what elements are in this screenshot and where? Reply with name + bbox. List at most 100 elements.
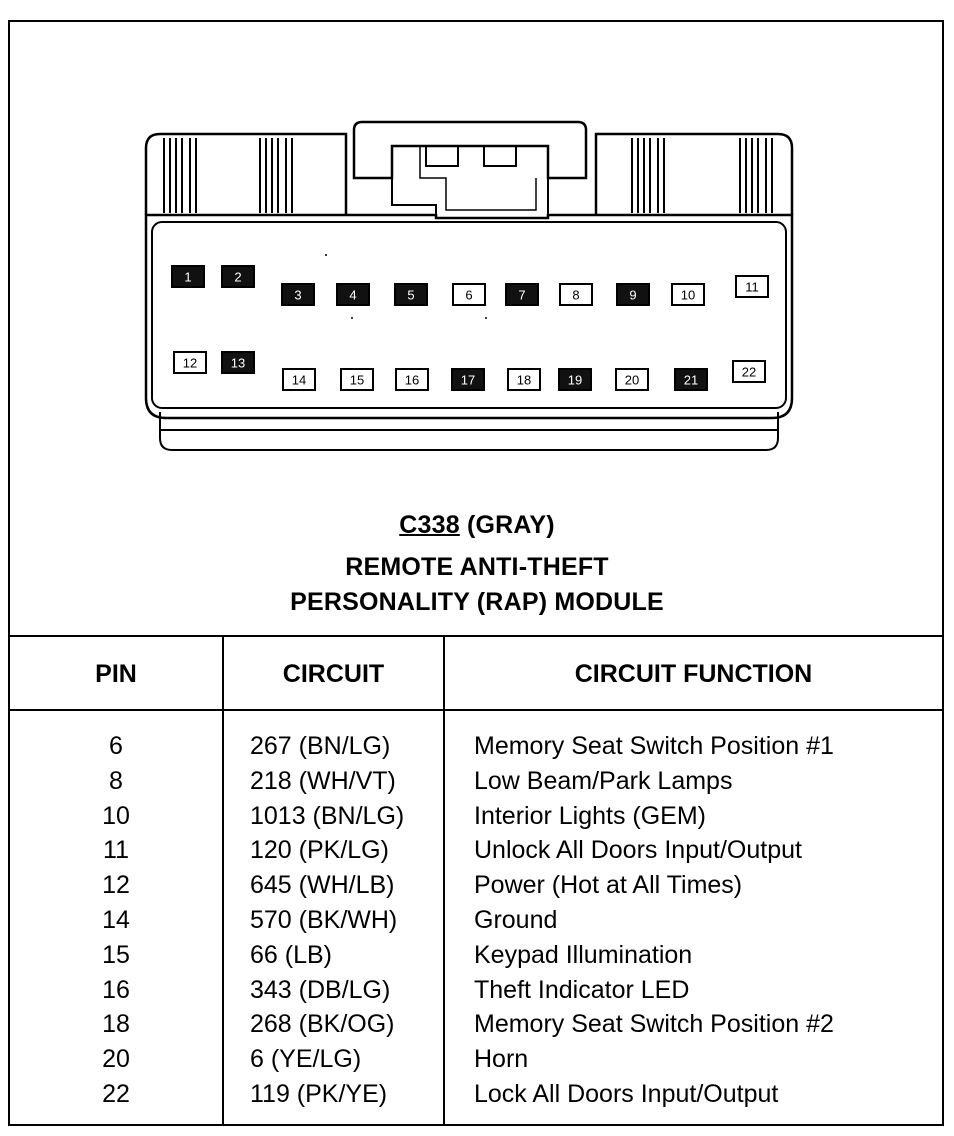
header-circuit: CIRCUIT [282,660,385,688]
pin-cavity-18: 18 [507,368,541,391]
header-circuit-function: CIRCUIT FUNCTION [574,660,813,688]
pin-cavity-13: 13 [221,351,255,374]
table-header-rule [8,709,944,711]
pin-number-label: 19 [568,373,582,388]
table-pin-cell: 22 [102,1079,130,1108]
table-circuit-cell: 120 (PK/LG) [250,836,389,865]
pin-number-label: 4 [349,288,356,303]
table-circuit-cell: 570 (BK/WH) [250,905,398,934]
left-latch [144,132,348,215]
pin-cavity-15: 15 [340,368,374,391]
pin-cavity-16: 16 [395,368,429,391]
connector-housing-inner [151,221,787,409]
function-column: Memory Seat Switch Position #1 Low Beam/P… [474,729,834,1112]
pin-number-label: 5 [407,288,414,303]
pin-cavity-4: 4 [336,283,370,306]
table-pin-cell: 11 [103,836,129,865]
pin-number-label: 1 [184,270,191,285]
table-pin-cell: 15 [102,940,130,969]
table-function-cell: Unlock All Doors Input/Output [474,836,802,865]
pin-number-label: 8 [572,288,579,303]
table-pin-cell: 18 [102,1010,130,1039]
pin-number-label: 17 [461,373,475,388]
table-top-rule [8,635,944,637]
pin-number-label: 10 [681,288,695,303]
pin-number-label: 2 [234,270,241,285]
table-pin-cell: 6 [109,732,123,760]
pin-number-label: 11 [745,280,759,295]
table-circuit-cell: 1013 (BN/LG) [250,801,405,830]
table-function-cell: Memory Seat Switch Position #1 [474,732,834,760]
table-function-cell: Interior Lights (GEM) [474,801,707,830]
table-circuit-cell: 343 (DB/LG) [250,975,391,1004]
pin-number-label: 16 [405,373,419,388]
pin-cavity-19: 19 [558,368,592,391]
table-circuit-cell: 267 (BN/LG) [250,732,391,760]
right-latch [594,132,794,215]
table-function-cell: Theft Indicator LED [474,975,690,1004]
table-pin-cell: 14 [102,905,130,934]
connector-base-rail [159,412,779,451]
connector-title: C338 (GRAY) [0,511,954,540]
pin-cavity-17: 17 [451,368,485,391]
header-pin: PIN [95,660,137,688]
pin-number-label: 9 [629,288,636,303]
table-function-cell: Ground [474,905,558,934]
connector-color: (GRAY) [466,511,555,539]
pin-cavity-7: 7 [505,283,539,306]
table-circuit-cell: 6 (YE/LG) [250,1045,362,1074]
pin-cavity-6: 6 [452,283,486,306]
table-column-divider [443,636,445,1125]
module-name-line2: PERSONALITY (RAP) MODULE [290,588,664,616]
pin-cavity-9: 9 [616,283,650,306]
pin-number-label: 7 [518,288,525,303]
pin-number-label: 3 [294,288,301,303]
table-pin-cell: 20 [102,1045,130,1074]
pin-cavity-21: 21 [674,368,708,391]
table-pin-cell: 10 [102,801,130,830]
pin-cavity-8: 8 [559,283,593,306]
table-circuit-cell: 645 (WH/LB) [250,871,395,900]
module-name-line1: REMOTE ANTI-THEFT [345,553,609,581]
pin-number-label: 20 [625,373,639,388]
pin-cavity-20: 20 [615,368,649,391]
pin-cavity-10: 10 [671,283,705,306]
pin-number-label: 13 [231,356,245,371]
table-column-divider [222,636,224,1125]
pin-number-label: 6 [465,288,472,303]
right-latch-ribs [631,138,773,213]
table-circuit-cell: 218 (WH/VT) [250,766,396,795]
pin-cavity-3: 3 [281,283,315,306]
pin-number-label: 12 [183,356,197,371]
circuit-column: 267 (BN/LG) 218 (WH/VT) 1013 (BN/LG) 120 (P… [250,729,404,1112]
table-pin-cell: 8 [109,766,123,795]
pin-column: 6 8 10 11 12 14 15 16 18 20 22 [10,729,222,1112]
pin-cavity-11: 11 [735,275,769,298]
pin-cavity-2: 2 [221,265,255,288]
table-function-cell: Low Beam/Park Lamps [474,766,733,795]
pin-cavity-14: 14 [282,368,316,391]
pin-number-label: 22 [742,365,756,380]
table-circuit-cell: 66 (LB) [250,940,332,969]
pin-cavity-12: 12 [173,351,207,374]
pin-cavity-22: 22 [732,360,766,383]
pin-cavity-1: 1 [171,265,205,288]
pin-number-label: 14 [292,373,306,388]
table-function-cell: Horn [474,1045,529,1074]
table-pin-cell: 16 [102,975,130,1004]
table-circuit-cell: 119 (PK/YE) [250,1079,388,1108]
pin-number-label: 21 [684,373,698,388]
connector-housing-outer [144,213,794,420]
table-function-cell: Memory Seat Switch Position #2 [474,1010,834,1039]
table-function-cell: Keypad Illumination [474,940,693,969]
connector-id: C338 [399,511,460,539]
pin-number-label: 18 [517,373,531,388]
table-circuit-cell: 268 (BK/OG) [250,1010,395,1039]
table-function-cell: Lock All Doors Input/Output [474,1079,779,1108]
pin-number-label: 15 [350,373,364,388]
table-function-cell: Power (Hot at All Times) [474,871,743,900]
pin-cavity-5: 5 [394,283,428,306]
center-lock-tab [352,120,588,180]
table-pin-cell: 12 [102,871,130,900]
